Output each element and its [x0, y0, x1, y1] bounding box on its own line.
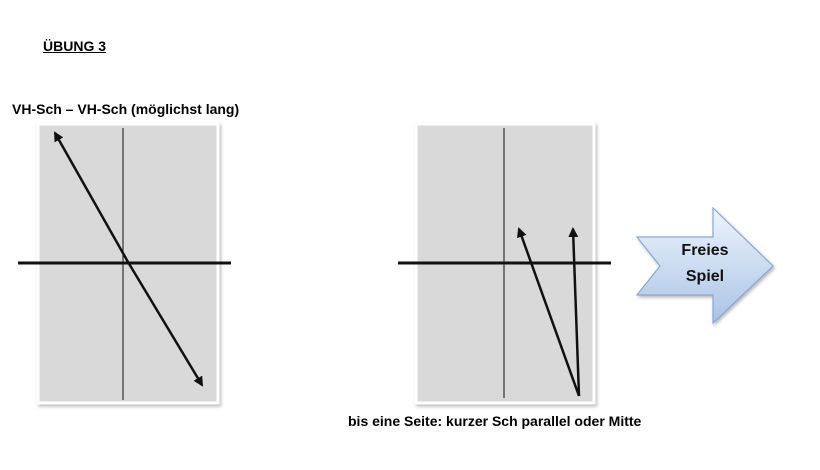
right-shot-arrow-center	[516, 227, 581, 397]
next-step-arrow-label: Freies Spiel	[681, 242, 729, 285]
right-court-diagram	[398, 122, 611, 405]
right-diagram-caption: bis eine Seite: kurzer Sch parallel oder…	[348, 413, 642, 429]
next-step-arrow-shape	[635, 206, 774, 325]
right-shot-arrow-parallel	[568, 227, 581, 397]
exercise-heading: ÜBUNG 3	[43, 38, 107, 54]
left-shot-arrow-up	[53, 131, 130, 263]
left-diagram-title: VH-Sch – VH-Sch (möglichst lang)	[12, 101, 240, 117]
left-court-diagram	[18, 122, 231, 405]
left-shot-arrow-down	[126, 261, 204, 387]
